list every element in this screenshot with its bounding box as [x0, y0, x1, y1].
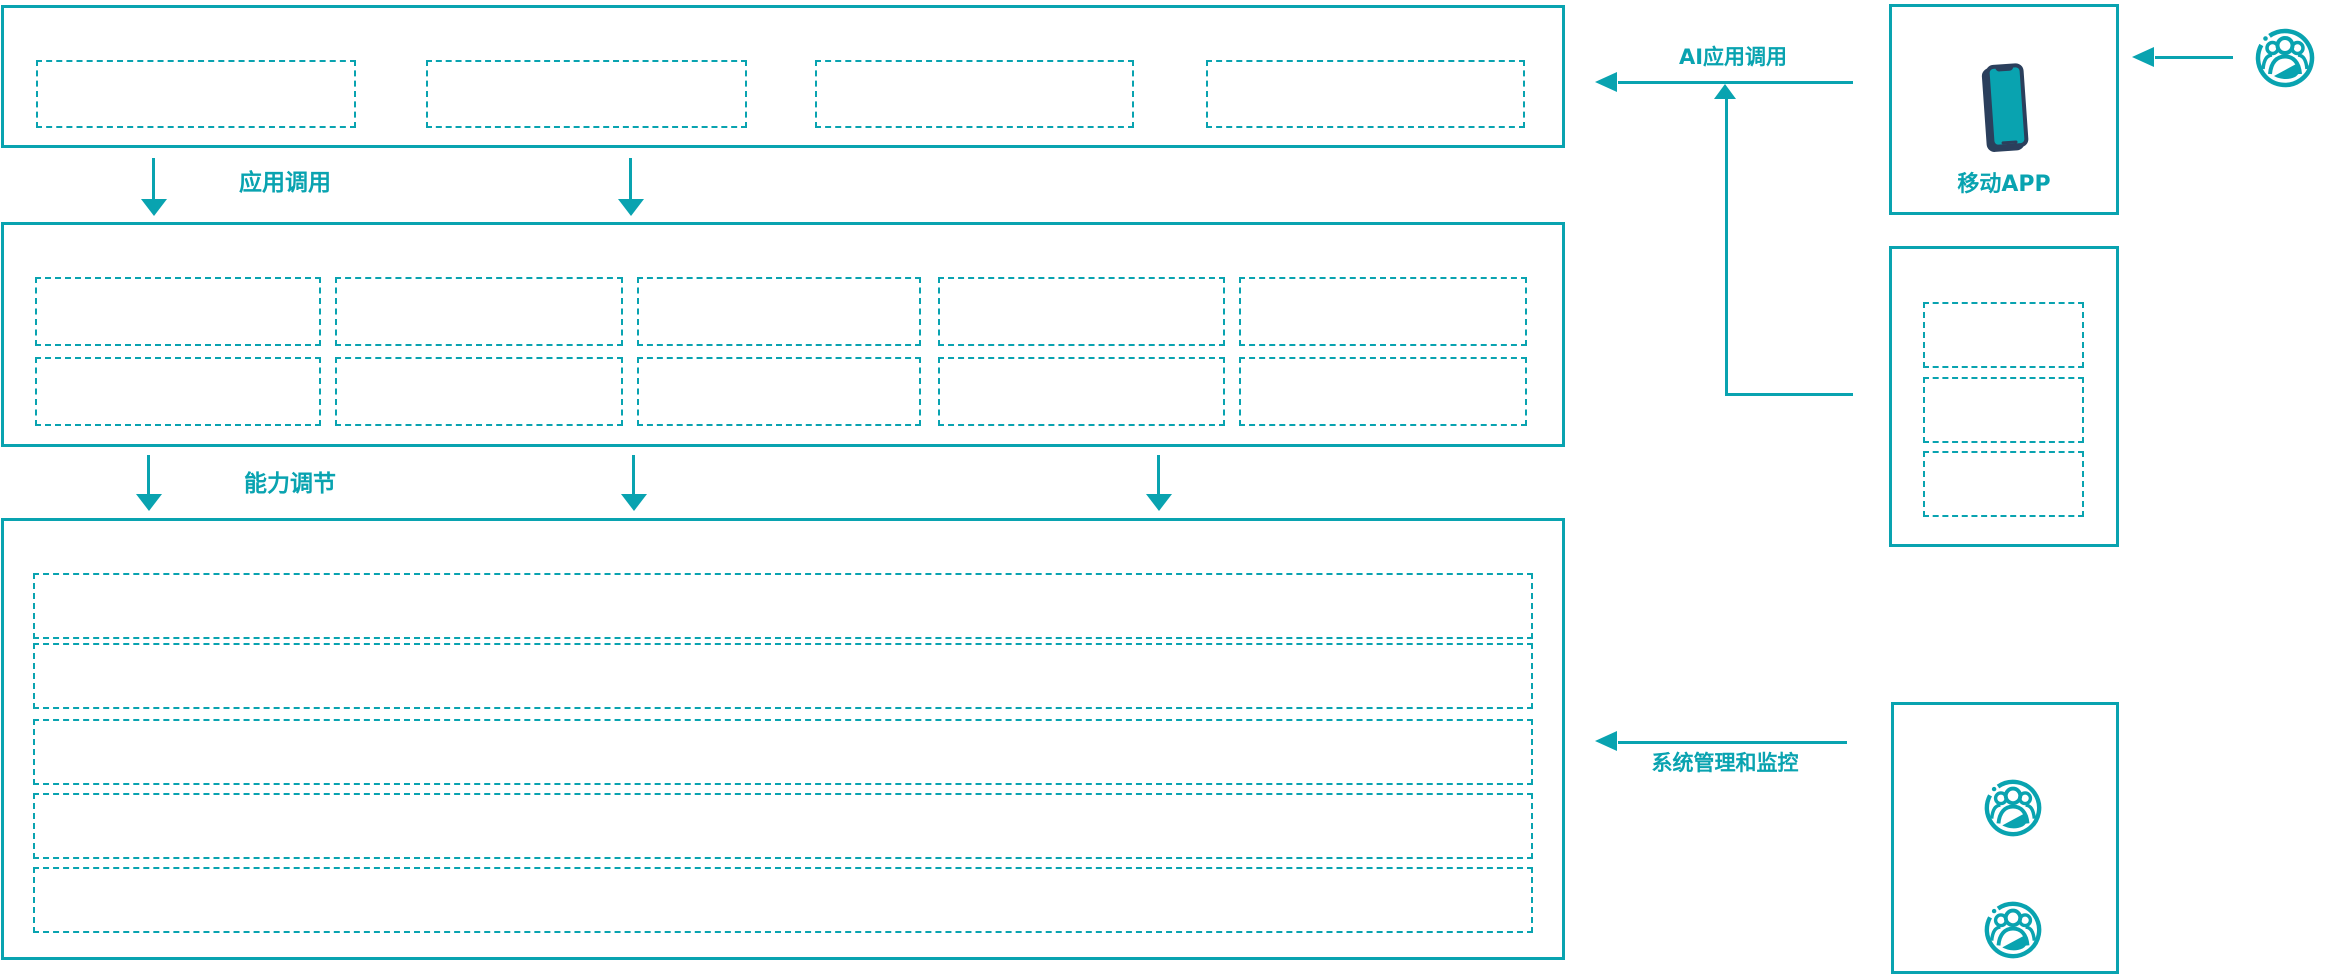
middle-layer-slot-10 — [1239, 357, 1527, 426]
app-call-arrow-line-1 — [152, 158, 155, 200]
users-icon — [2255, 28, 2315, 88]
system-admin-label: 系统管理和监控 — [1651, 751, 1799, 775]
users-icon — [1984, 779, 2042, 837]
middle-layer-slot-8 — [637, 357, 921, 426]
top-layer-slot-2 — [426, 60, 747, 128]
top-layer-box — [1, 5, 1565, 148]
top-layer-slot-4 — [1206, 60, 1525, 128]
smartphone-icon — [1985, 62, 2029, 150]
middle-layer-slot-2 — [335, 277, 623, 346]
user-to-mobile-arrowhead — [2132, 47, 2154, 67]
middle-layer-slot-9 — [938, 357, 1225, 426]
middle-layer-slot-3 — [637, 277, 921, 346]
capability-adjust-label: 能力调节 — [244, 471, 336, 497]
mobile-app-label: 移动APP — [1957, 172, 2051, 197]
ai-app-call-arrow-line — [1618, 81, 1853, 84]
middle-layer-slot-4 — [938, 277, 1225, 346]
middle-layer-box — [1, 222, 1565, 447]
mobile-app-panel: 移动APP — [1889, 4, 2119, 215]
app-call-label: 应用调用 — [239, 170, 331, 196]
capability-arrow-line-1 — [147, 455, 150, 495]
top-layer-slot-3 — [815, 60, 1134, 128]
ai-app-call-arrowhead — [1595, 72, 1617, 92]
elbow-up-arrowhead — [1714, 84, 1736, 99]
capability-arrow-line-2 — [632, 455, 635, 495]
capability-arrow-line-3 — [1157, 455, 1160, 495]
top-layer-slot-1 — [36, 60, 356, 128]
modules-panel — [1889, 246, 2119, 547]
admin-panel — [1891, 702, 2119, 974]
app-call-arrow-line-2 — [629, 158, 632, 200]
capability-arrowhead-2 — [621, 494, 647, 511]
bottom-layer-row-3 — [33, 719, 1533, 785]
user-to-mobile-arrow-line — [2155, 56, 2233, 59]
elbow-horizontal-line — [1725, 393, 1853, 396]
module-slot-3 — [1923, 451, 2084, 517]
bottom-layer-box — [1, 518, 1565, 960]
bottom-layer-row-5 — [33, 867, 1533, 933]
bottom-layer-row-2 — [33, 643, 1533, 709]
app-call-arrowhead-1 — [141, 199, 167, 216]
elbow-vertical-line — [1725, 97, 1728, 396]
app-call-arrowhead-2 — [618, 199, 644, 216]
capability-arrowhead-3 — [1146, 494, 1172, 511]
bottom-layer-row-4 — [33, 793, 1533, 859]
middle-layer-slot-7 — [335, 357, 623, 426]
middle-layer-slot-1 — [35, 277, 321, 346]
middle-layer-slot-5 — [1239, 277, 1527, 346]
users-icon — [1984, 901, 2042, 959]
ai-app-call-label: AI应用调用 — [1678, 45, 1788, 69]
system-admin-arrow-line — [1618, 741, 1847, 744]
bottom-layer-row-1 — [33, 573, 1533, 639]
middle-layer-slot-6 — [35, 357, 321, 426]
capability-arrowhead-1 — [136, 494, 162, 511]
module-slot-2 — [1923, 377, 2084, 443]
system-admin-arrowhead — [1595, 731, 1617, 751]
module-slot-1 — [1923, 302, 2084, 368]
